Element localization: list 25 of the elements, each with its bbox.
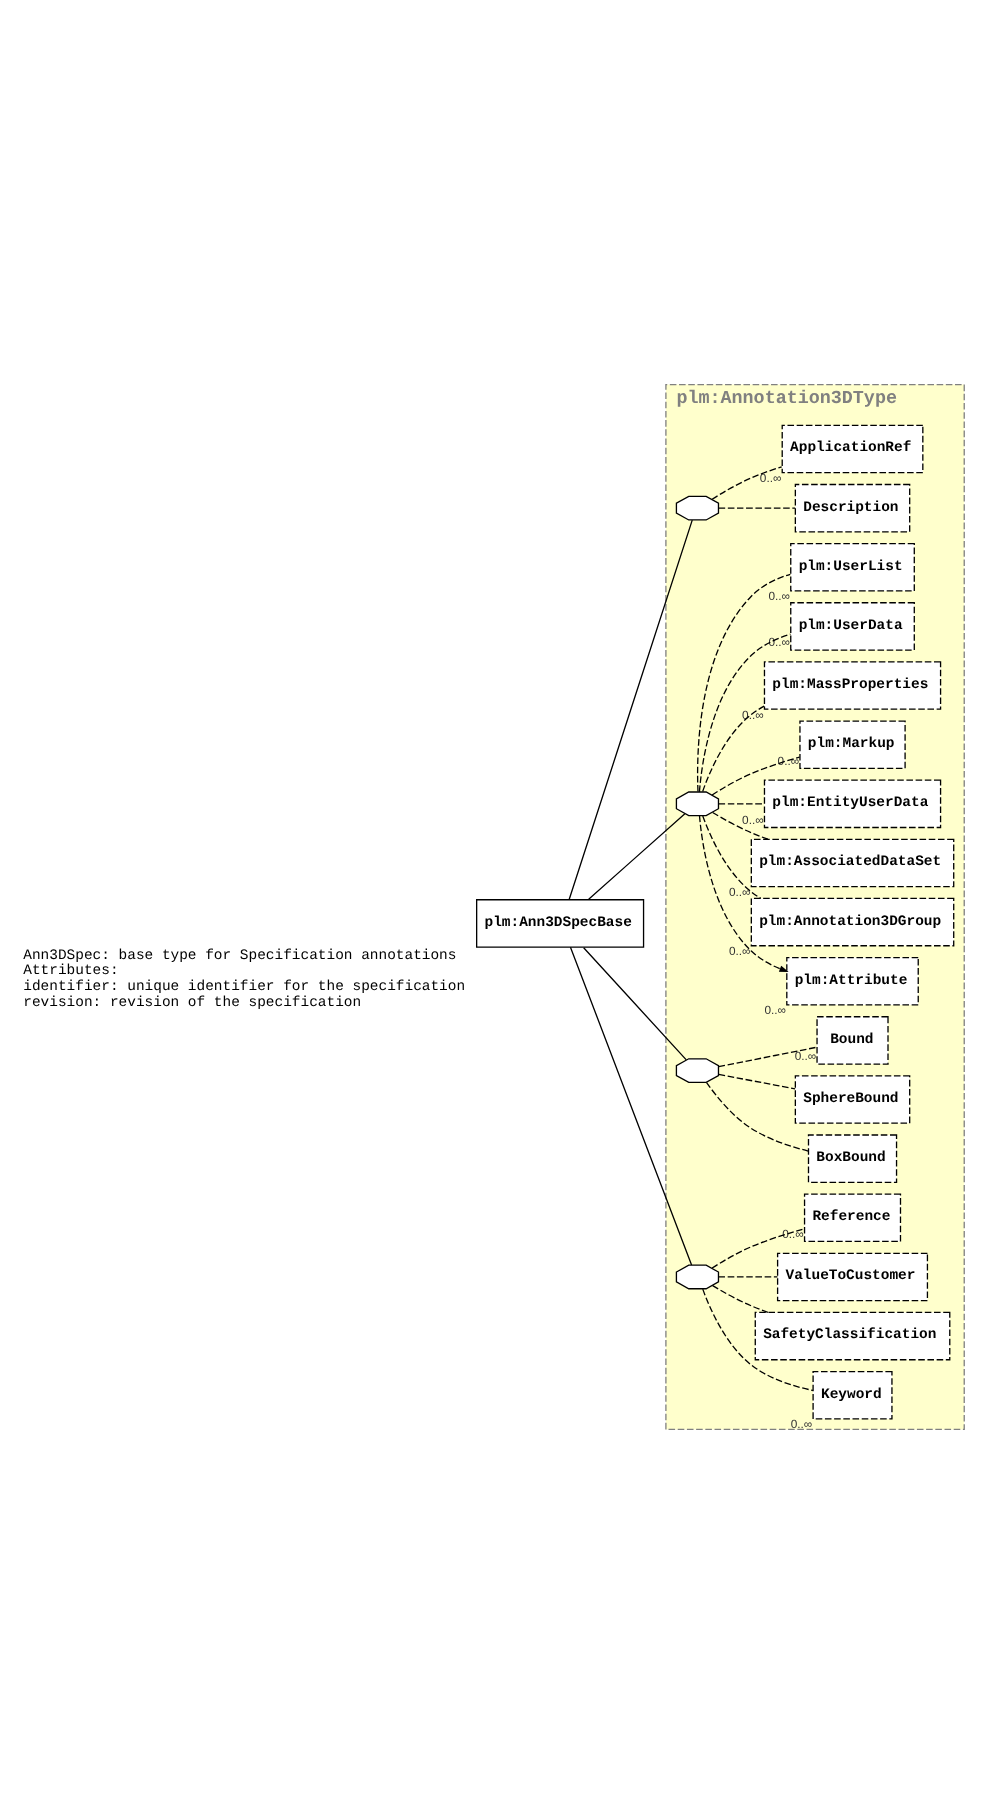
connector: [717, 506, 795, 508]
connector: [701, 1287, 813, 1391]
connector: [582, 946, 686, 1060]
connector: [717, 1072, 795, 1089]
arrow: [697, 814, 788, 972]
connector: [710, 1227, 804, 1268]
connector: [701, 704, 764, 792]
connector: [711, 1284, 768, 1312]
node-octagon: [674, 494, 719, 520]
connector: [711, 810, 768, 839]
connector: [701, 814, 761, 899]
node-octagon: [674, 1057, 719, 1083]
connector: [587, 812, 685, 899]
connector: [568, 945, 692, 1265]
node-octagon: [674, 1263, 719, 1289]
node-octagon: [674, 790, 719, 816]
connector: [697, 632, 791, 792]
connector: [567, 518, 692, 899]
connector: [704, 1080, 808, 1151]
connector: [695, 572, 790, 792]
connector: [710, 465, 782, 499]
connector: [717, 1045, 817, 1067]
connector: [717, 1275, 778, 1277]
connector: [717, 802, 764, 804]
connector: [710, 755, 800, 795]
